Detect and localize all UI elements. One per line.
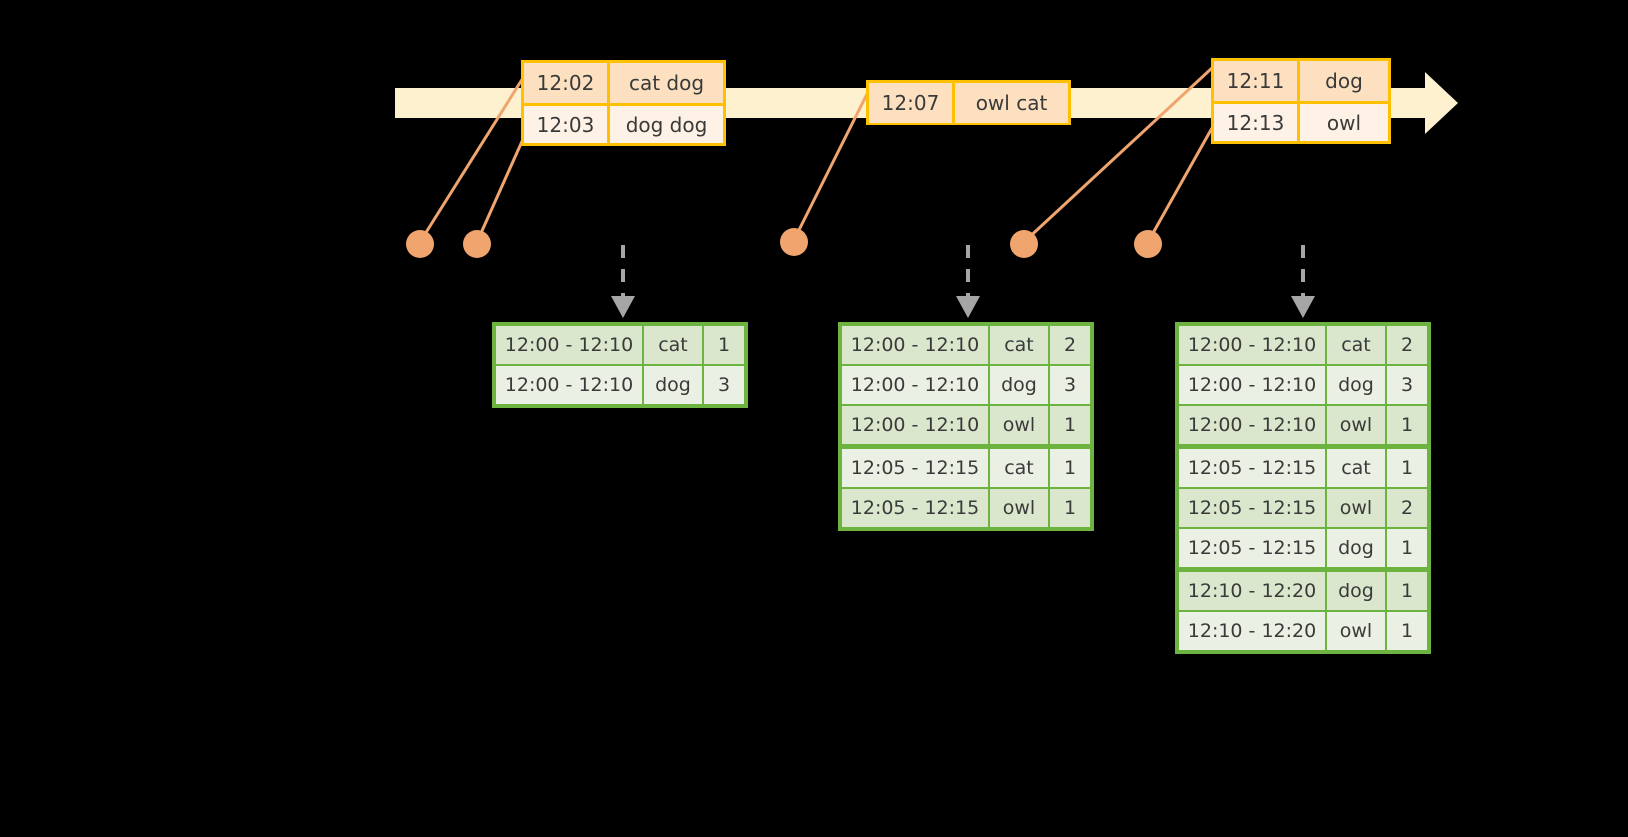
cell-window: 12:00 - 12:10 (842, 406, 988, 444)
cell-word: dog (1327, 529, 1385, 567)
event-time: 12:07 (869, 83, 955, 123)
result-table-2[interactable]: 12:00 - 12:10 cat 2 12:00 - 12:10 dog 3 … (838, 322, 1094, 531)
cell-word: owl (1327, 489, 1385, 527)
cell-window: 12:05 - 12:15 (1179, 449, 1325, 487)
event-row: 12:07 owl cat (869, 83, 1068, 123)
event-dot (1010, 230, 1038, 258)
cell-word: owl (1327, 612, 1385, 650)
event-row: 12:11 dog (1214, 61, 1388, 101)
cell-count: 1 (1387, 529, 1427, 567)
cell-window: 12:00 - 12:10 (1179, 406, 1325, 444)
cell-word: dog (1327, 366, 1385, 404)
cell-window: 12:00 - 12:10 (1179, 326, 1325, 364)
cell-count: 2 (1050, 326, 1090, 364)
cell-word: owl (990, 406, 1048, 444)
event-text: owl (1326, 110, 1362, 135)
cell-word: cat (990, 326, 1048, 364)
table-row: 12:05 - 12:15 cat 1 (1179, 449, 1427, 487)
table-row: 12:10 - 12:20 dog 1 (1179, 572, 1427, 610)
cell-count: 2 (1387, 326, 1427, 364)
table-row: 12:00 - 12:10 cat 1 (496, 326, 744, 364)
cell-count: 1 (1387, 449, 1427, 487)
down-arrowhead (611, 296, 635, 318)
event-box-group-1[interactable]: 12:02 cat dog 12:03 dog dog (521, 60, 726, 146)
event-time: 12:13 (1214, 104, 1300, 141)
cell-word: owl (990, 489, 1048, 527)
event-text: dog (1325, 69, 1363, 93)
result-table-3[interactable]: 12:00 - 12:10 cat 2 12:00 - 12:10 dog 3 … (1175, 322, 1431, 654)
cell-word: dog (990, 366, 1048, 404)
cell-window: 12:05 - 12:15 (842, 449, 988, 487)
event-dot (463, 230, 491, 258)
cell-window: 12:00 - 12:10 (496, 326, 642, 364)
cell-window: 12:00 - 12:10 (842, 326, 988, 364)
cell-word: cat (1327, 326, 1385, 364)
cell-window: 12:10 - 12:20 (1179, 572, 1325, 610)
event-row: 12:03 dog dog (524, 103, 723, 143)
cell-word: cat (644, 326, 702, 364)
event-time: 12:03 (524, 106, 610, 143)
event-time: 12:02 (524, 63, 610, 103)
event-text: cat dog (628, 71, 705, 95)
table-row: 12:00 - 12:10 cat 2 (842, 326, 1090, 364)
table-row: 12:05 - 12:15 owl 2 (1179, 489, 1427, 527)
connector-dots (406, 228, 1162, 258)
table-row: 12:00 - 12:10 owl 1 (842, 406, 1090, 444)
cell-count: 1 (1387, 406, 1427, 444)
cell-window: 12:05 - 12:15 (842, 489, 988, 527)
table-row: 12:10 - 12:20 owl 1 (1179, 612, 1427, 650)
cell-window: 12:00 - 12:10 (1179, 366, 1325, 404)
cell-count: 1 (1387, 612, 1427, 650)
cell-count: 1 (704, 326, 744, 364)
table-row: 12:00 - 12:10 dog 3 (496, 366, 744, 404)
table-row: 12:05 - 12:15 owl 1 (842, 489, 1090, 527)
table-row: 12:05 - 12:15 cat 1 (842, 449, 1090, 487)
cell-word: dog (644, 366, 702, 404)
event-box-group-2[interactable]: 12:07 owl cat (866, 80, 1071, 125)
down-arrowhead (1291, 296, 1315, 318)
table-row: 12:00 - 12:10 cat 2 (1179, 326, 1427, 364)
down-arrowhead (956, 296, 980, 318)
event-text: dog dog (625, 112, 708, 137)
cell-count: 1 (1387, 572, 1427, 610)
event-row: 12:13 owl (1214, 101, 1388, 141)
event-dot (406, 230, 434, 258)
cell-window: 12:05 - 12:15 (1179, 489, 1325, 527)
event-text: owl cat (975, 91, 1048, 115)
cell-count: 1 (1050, 489, 1090, 527)
table-row: 12:00 - 12:10 owl 1 (1179, 406, 1427, 444)
cell-window: 12:05 - 12:15 (1179, 529, 1325, 567)
event-row: 12:02 cat dog (524, 63, 723, 103)
cell-window: 12:00 - 12:10 (842, 366, 988, 404)
cell-count: 3 (704, 366, 744, 404)
cell-count: 2 (1387, 489, 1427, 527)
cell-count: 1 (1050, 449, 1090, 487)
cell-count: 1 (1050, 406, 1090, 444)
cell-word: owl (1327, 406, 1385, 444)
cell-count: 3 (1387, 366, 1427, 404)
result-table-1[interactable]: 12:00 - 12:10 cat 1 12:00 - 12:10 dog 3 (492, 322, 748, 408)
cell-window: 12:10 - 12:20 (1179, 612, 1325, 650)
table-row: 12:00 - 12:10 dog 3 (1179, 366, 1427, 404)
cell-window: 12:00 - 12:10 (496, 366, 642, 404)
flow-arrowheads (611, 296, 1315, 318)
cell-count: 3 (1050, 366, 1090, 404)
table-row: 12:00 - 12:10 dog 3 (842, 366, 1090, 404)
cell-word: cat (990, 449, 1048, 487)
flow-arrows (621, 245, 1305, 300)
event-dot (1134, 230, 1162, 258)
event-dot (780, 228, 808, 256)
event-time: 12:11 (1214, 61, 1300, 101)
cell-word: dog (1327, 572, 1385, 610)
cell-word: cat (1327, 449, 1385, 487)
table-row: 12:05 - 12:15 dog 1 (1179, 529, 1427, 567)
event-box-group-3[interactable]: 12:11 dog 12:13 owl (1211, 58, 1391, 144)
